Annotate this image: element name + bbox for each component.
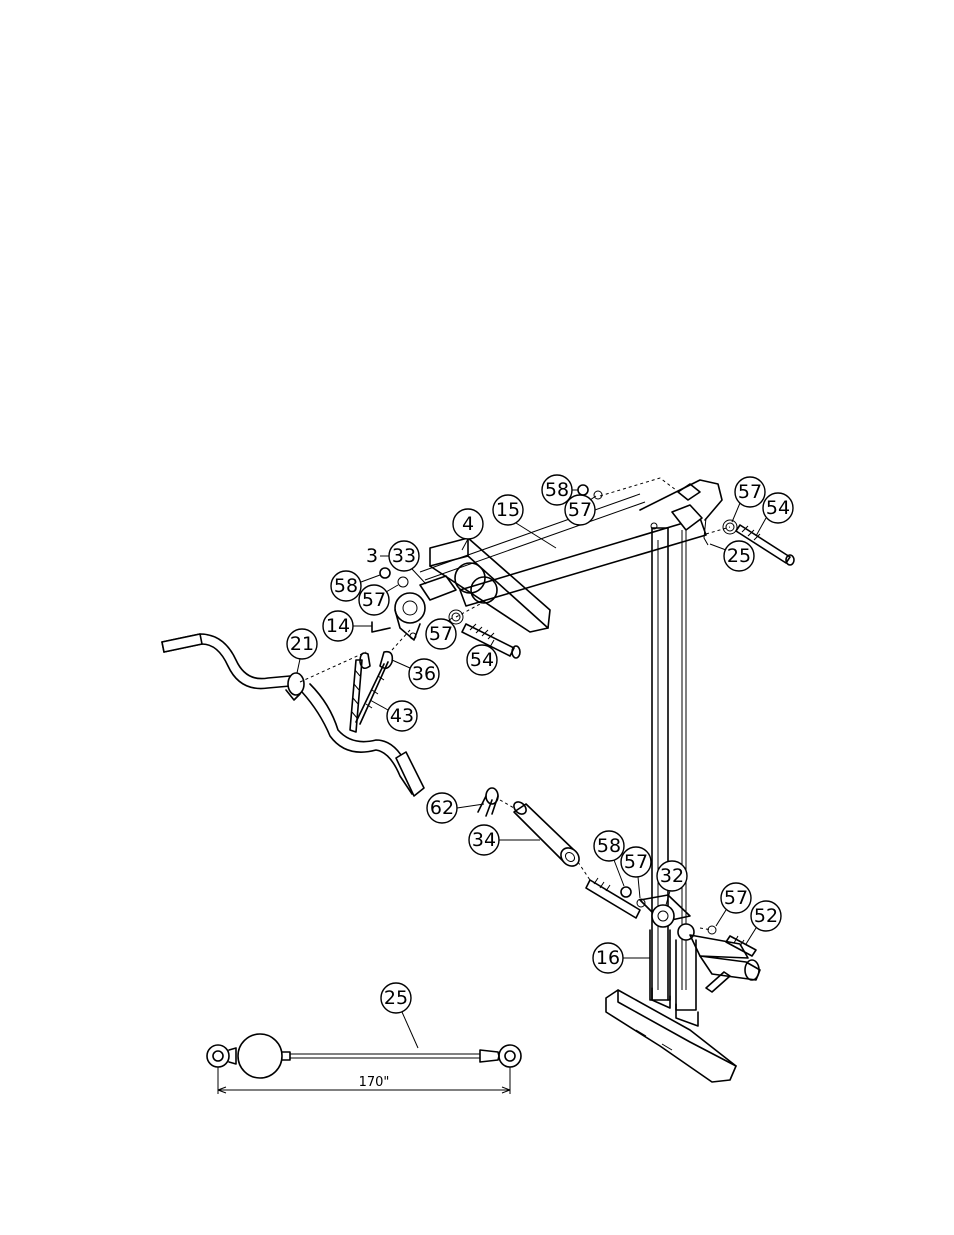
callout-52: 52 xyxy=(745,900,782,945)
boom-front-box xyxy=(429,537,551,633)
upper-cable xyxy=(419,493,646,581)
svg-text:36: 36 xyxy=(412,663,436,685)
lower-pulley-assembly xyxy=(639,894,761,1011)
chain-and-clips xyxy=(299,629,411,733)
callout-54-right: 54 xyxy=(755,492,794,537)
lat-bar xyxy=(161,633,425,797)
bolt-middle xyxy=(448,609,521,659)
callouts: 58 57 57 54 25 4 15 xyxy=(286,474,794,974)
callout-58-left: 58 xyxy=(330,570,381,602)
callout-58-top: 58 xyxy=(541,474,578,506)
svg-text:16: 16 xyxy=(596,947,620,969)
callout-16: 16 xyxy=(592,942,650,974)
svg-text:14: 14 xyxy=(326,615,350,637)
handle-grip xyxy=(499,799,591,881)
callout-54-mid: 54 xyxy=(466,639,498,676)
svg-text:54: 54 xyxy=(470,649,494,671)
callout-57-right: 57 xyxy=(731,476,766,523)
spring-collar xyxy=(477,787,499,817)
callout-32: 32 xyxy=(656,860,688,906)
front-pulley-assembly xyxy=(379,567,457,641)
callout-34: 34 xyxy=(468,824,540,856)
callout-43: 43 xyxy=(369,699,418,732)
svg-text:57: 57 xyxy=(738,481,762,503)
svg-text:4: 4 xyxy=(462,513,474,535)
callout-58-low: 58 xyxy=(593,830,625,887)
svg-text:52: 52 xyxy=(754,905,778,927)
callout-36: 36 xyxy=(391,658,440,690)
callout-25-detail: 25 xyxy=(380,982,419,1049)
callout-57-left: 57 xyxy=(358,584,399,616)
top-dashed-leaders xyxy=(455,477,731,618)
callout-15: 15 xyxy=(492,494,557,549)
svg-text:57: 57 xyxy=(362,589,386,611)
lower-rod xyxy=(585,877,646,919)
svg-text:57: 57 xyxy=(568,499,592,521)
svg-text:3: 3 xyxy=(366,545,378,567)
svg-text:33: 33 xyxy=(392,545,416,567)
callout-14: 14 xyxy=(322,610,372,642)
callout-62: 62 xyxy=(426,792,485,824)
svg-text:15: 15 xyxy=(496,499,520,521)
bolt-lower-right xyxy=(699,925,757,957)
svg-text:34: 34 xyxy=(472,829,496,851)
upright-post xyxy=(651,527,687,1001)
snap-hook xyxy=(371,621,391,633)
callout-57-lowright: 57 xyxy=(715,882,752,927)
callout-4: 4 xyxy=(452,508,484,551)
svg-text:58: 58 xyxy=(334,575,358,597)
base-foot xyxy=(605,987,737,1083)
svg-text:25: 25 xyxy=(727,545,751,567)
callout-21: 21 xyxy=(286,628,318,674)
svg-text:43: 43 xyxy=(390,705,414,727)
svg-text:57: 57 xyxy=(429,623,453,645)
svg-text:58: 58 xyxy=(545,479,569,501)
svg-text:62: 62 xyxy=(430,797,454,819)
callout-57-mid: 57 xyxy=(425,617,457,650)
svg-text:57: 57 xyxy=(724,887,748,909)
callout-57-top: 57 xyxy=(564,494,597,526)
cable-detail: 25 170" xyxy=(206,982,522,1094)
svg-text:54: 54 xyxy=(766,497,790,519)
top-boom xyxy=(459,479,723,607)
svg-text:32: 32 xyxy=(660,865,684,887)
callout-33: 3 33 xyxy=(366,540,427,585)
cable-length-dimension: 170" xyxy=(359,1075,390,1090)
svg-text:58: 58 xyxy=(597,835,621,857)
callout-57-low: 57 xyxy=(620,846,652,899)
svg-text:57: 57 xyxy=(624,851,648,873)
svg-text:25: 25 xyxy=(384,987,408,1009)
callout-25-top: 25 xyxy=(709,540,755,572)
svg-text:21: 21 xyxy=(290,633,314,655)
